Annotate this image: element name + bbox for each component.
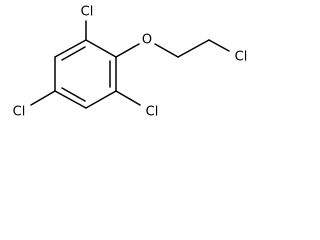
bond-o-ch2 xyxy=(154,43,179,58)
atom-label-cl-ortho: Cl xyxy=(146,105,159,120)
atom-label-o-ether: O xyxy=(142,33,152,48)
bond-ring-c6-c1 xyxy=(85,39,117,58)
atom-label-cl-para: Cl xyxy=(13,105,26,120)
bond-ring-c1-c2 xyxy=(54,39,87,58)
bond-ch2-cl-chain xyxy=(208,39,230,52)
atom-label-cl-top: Cl xyxy=(81,5,94,20)
atom-label-cl-chain: Cl xyxy=(235,50,248,65)
bond-c3-cl-para xyxy=(30,90,56,106)
bond-ring-double-c3-c4 xyxy=(61,87,86,102)
bond-c5-cl-ortho xyxy=(115,90,141,106)
molecule-structure: Cl O Cl Cl Cl xyxy=(13,5,248,120)
bond-c6-o xyxy=(115,43,140,58)
bond-ring-c4-c5 xyxy=(85,90,117,109)
bond-ring-double-c1-c2 xyxy=(61,46,86,61)
bond-ring-c3-c4 xyxy=(54,90,87,109)
bond-ch2-ch2 xyxy=(177,39,210,58)
